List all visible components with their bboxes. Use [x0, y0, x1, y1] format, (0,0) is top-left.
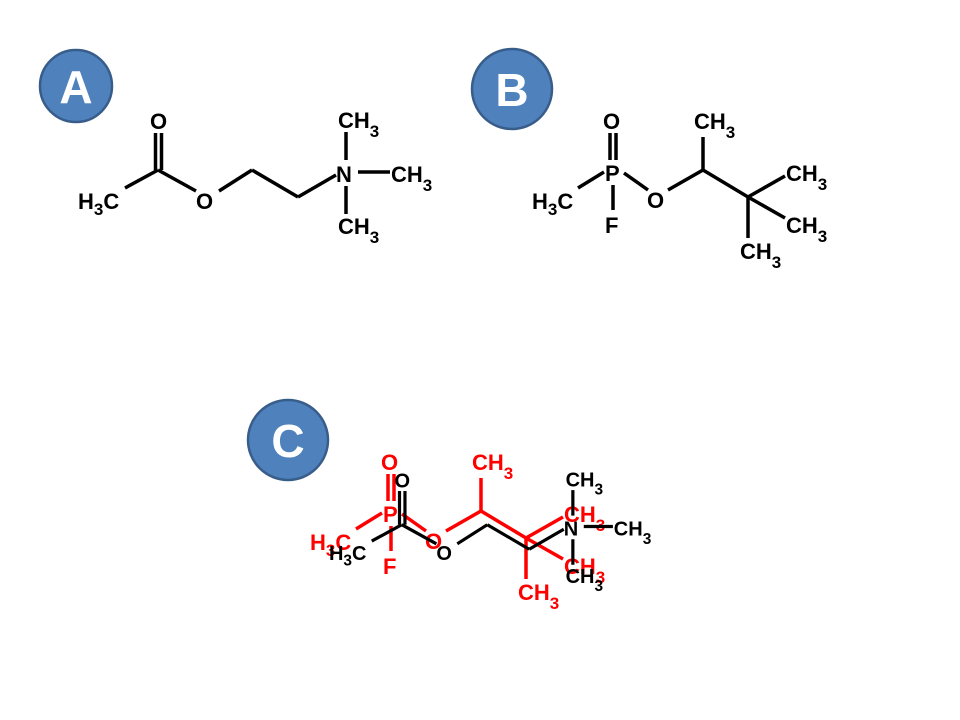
- panel-badge-b: B: [470, 47, 554, 131]
- svg-text:B: B: [495, 64, 528, 116]
- panel-badge-a: A: [38, 48, 114, 124]
- svg-text:C: C: [271, 415, 304, 467]
- molecule-b-soman: [530, 107, 829, 274]
- panel-badge-c: C: [246, 398, 330, 482]
- molecule-a-acetylcholine: [76, 106, 434, 249]
- svg-text:A: A: [59, 61, 92, 113]
